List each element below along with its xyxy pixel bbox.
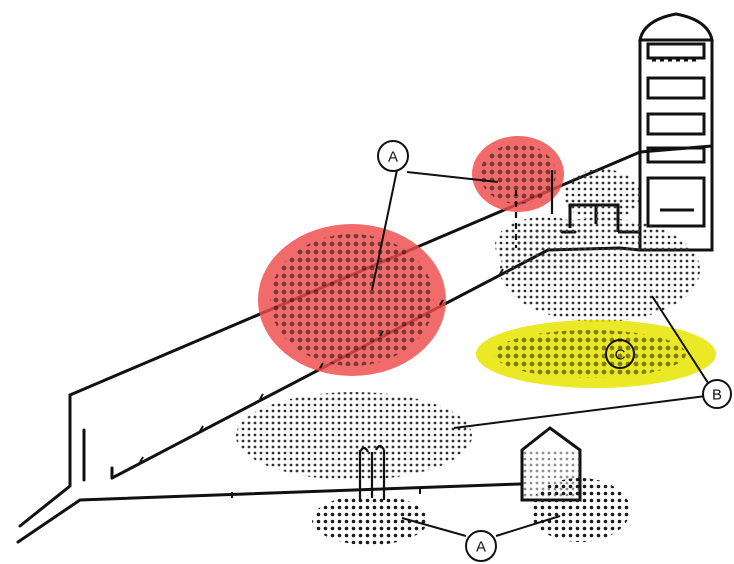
- leak-small-dots: [480, 144, 556, 204]
- svg-text:A: A: [476, 539, 486, 556]
- zone-c-highlight: [476, 320, 716, 388]
- svg-text:A: A: [388, 149, 398, 166]
- leak-large-dots: [270, 234, 434, 366]
- zone-near-tower: [564, 169, 640, 221]
- apartment-tower: [640, 14, 712, 250]
- zone-bottom-right: [530, 478, 630, 542]
- label-b-right: B: [703, 380, 731, 408]
- label-a-bottom: A: [466, 531, 496, 561]
- yellow-dots: [494, 330, 686, 378]
- svg-text:B: B: [712, 387, 722, 404]
- zone-middle: [236, 392, 472, 480]
- label-a-top: A: [378, 141, 408, 171]
- svg-text:C: C: [615, 347, 626, 364]
- zone-upper-inner: [495, 217, 595, 273]
